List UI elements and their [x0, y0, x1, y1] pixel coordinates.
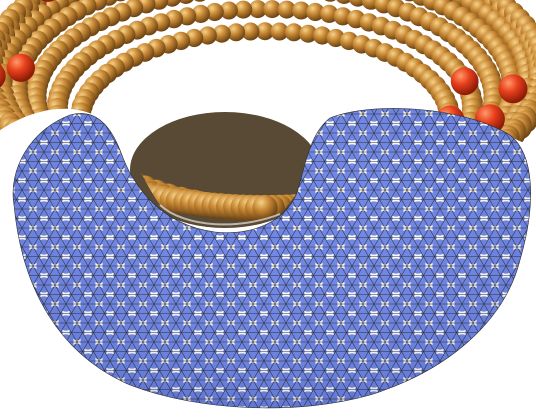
gold-sphere: [321, 0, 340, 2]
gold-sphere: [205, 2, 224, 22]
gold-sphere: [198, 26, 217, 45]
gold-sphere: [263, 0, 282, 19]
gold-sphere: [190, 0, 209, 2]
mesh-shading: [13, 108, 531, 408]
red-sphere: [498, 74, 528, 104]
gold-sphere: [306, 2, 325, 22]
gold-sphere: [252, 194, 278, 220]
gold-sphere: [256, 22, 274, 41]
gold-sphere: [4, 118, 28, 142]
gold-sphere: [248, 0, 267, 19]
gold-sphere: [241, 22, 260, 41]
red-sphere: [450, 67, 479, 96]
gold-sphere: [227, 23, 246, 42]
red-sphere: [6, 53, 35, 82]
gold-sphere: [212, 24, 231, 43]
gold-sphere: [234, 0, 253, 19]
gold-sphere: [277, 0, 296, 19]
gold-sphere: [270, 22, 289, 41]
gold-sphere: [299, 24, 318, 43]
gold-sphere: [320, 4, 339, 23]
gold-sphere: [292, 1, 311, 20]
gold-sphere: [313, 26, 332, 45]
gold-sphere: [4, 122, 28, 146]
gold-sphere: [219, 1, 238, 20]
gold-sphere: [191, 4, 210, 23]
gold-sphere: [284, 23, 303, 42]
hole-inner-edge: [159, 204, 281, 226]
